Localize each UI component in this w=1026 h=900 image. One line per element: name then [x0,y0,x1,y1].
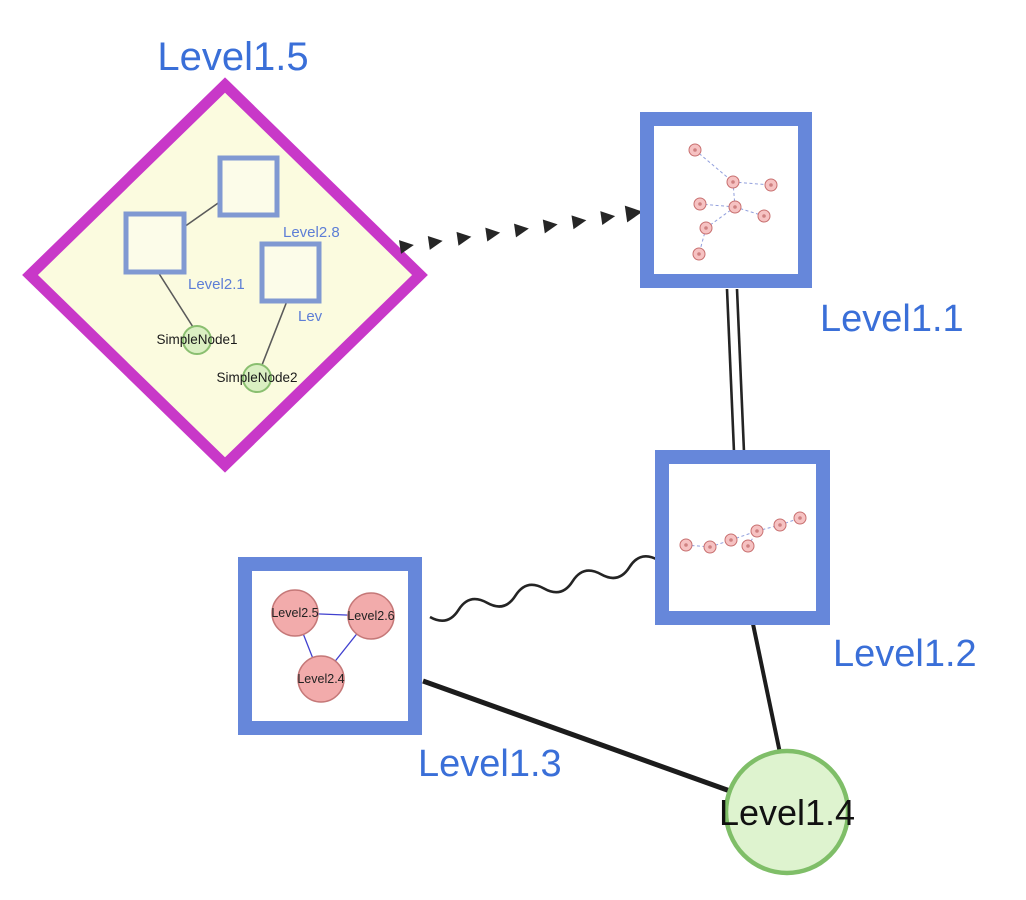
node-label-level2-1: Level2.1 [188,276,245,293]
node-lev[interactable] [259,241,322,304]
preview-edge [685,544,711,548]
node-square-level1-3[interactable] [238,557,422,735]
edge-level13-to-level12[interactable] [429,555,659,622]
node-label-level2-6: Level2.6 [347,609,394,623]
node-label-level1-1: Level1.1 [820,298,964,340]
node-level2-4[interactable] [297,655,345,703]
edge-level12-to-level14[interactable] [751,623,782,754]
group-node-level1-5[interactable]: Level2.8 Level2.1 Lev SimpleNode1 Simple… [22,77,428,473]
node-circle-level1-4[interactable] [723,748,851,876]
group-label-level1-5: Level1.5 [157,35,308,79]
inner-edge[interactable] [261,300,288,366]
node-label-lev: Lev [298,308,323,325]
preview-edge [756,524,781,532]
edge-line[interactable] [725,288,736,453]
node-level1-1[interactable] [640,112,812,288]
node-simplenode2[interactable] [242,363,272,393]
node-label-level2-4: Level2.4 [297,672,344,686]
node-label-simplenode1: SimpleNode1 [156,332,237,347]
node-label-level1-3: Level1.3 [418,743,562,785]
edge-line[interactable] [735,288,746,453]
node-label-level1-4: Level1.4 [719,792,855,833]
node-level2-6[interactable] [347,592,395,640]
inner-edge[interactable] [183,200,222,228]
node-level2-5[interactable] [271,589,319,637]
preview-edge [694,149,734,183]
preview-edge [732,181,736,208]
group-diamond-shape[interactable] [22,77,428,473]
node-label-level2-8: Level2.8 [283,224,340,241]
node-label-simplenode2: SimpleNode2 [216,370,297,385]
inner-edge[interactable] [157,271,194,328]
node-square-level1-1[interactable] [640,112,812,288]
node-label-level2-5: Level2.5 [271,606,318,620]
node-label-level1-2: Level1.2 [833,633,977,675]
nested-graph-preview-level1-2 [679,511,807,554]
node-level1-2[interactable] [655,450,830,625]
node-square-level1-2[interactable] [655,450,830,625]
node-level1-4[interactable]: Level1.4 [719,748,855,876]
node-level2-1[interactable] [123,211,187,275]
nested-graph-preview-level1-1 [688,143,778,261]
nested-graph-level1-3: Level2.5 Level2.6 Level2.4 [271,589,395,703]
edge-level13-to-level14[interactable] [422,678,731,794]
node-simplenode1[interactable] [182,325,212,355]
node-level1-3[interactable]: Level2.5 Level2.6 Level2.4 [238,557,422,735]
node-level2-8[interactable] [217,155,280,218]
edge-level11-to-level12[interactable] [725,288,746,453]
